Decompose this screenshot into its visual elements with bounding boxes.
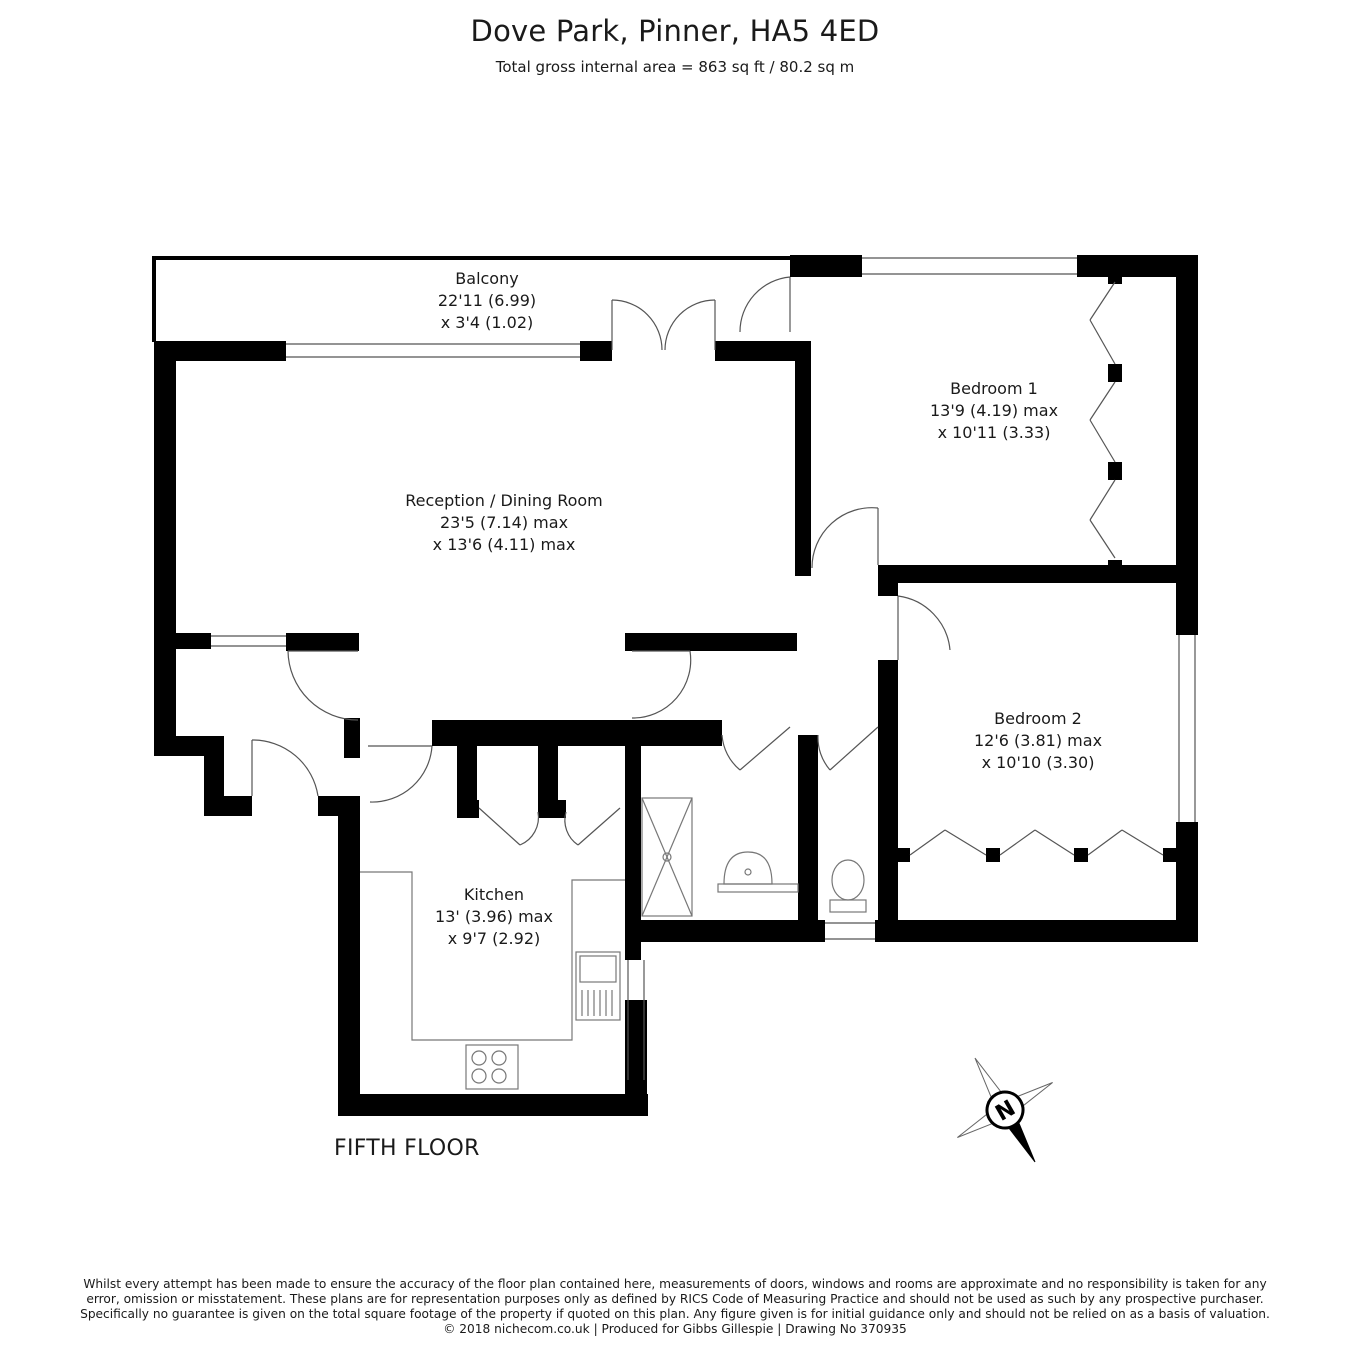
disclaimer: Whilst every attempt has been made to en… xyxy=(40,1277,1310,1337)
kitchen-dim2: x 9'7 (2.92) xyxy=(447,929,541,948)
bedroom2-name: Bedroom 2 xyxy=(994,709,1082,728)
reception-dim1: 23'5 (7.14) max xyxy=(439,513,569,532)
bedroom1-dim1: 13'9 (4.19) max xyxy=(929,401,1059,420)
balcony-dim1: 22'11 (6.99) xyxy=(437,291,537,310)
balcony-outline xyxy=(152,256,790,342)
disclaimer-line-1: Whilst every attempt has been made to en… xyxy=(83,1277,1267,1291)
disclaimer-line-3: Specifically no guarantee is given on th… xyxy=(80,1307,1270,1321)
balcony-dim2: x 3'4 (1.02) xyxy=(440,313,534,332)
bedroom2-dim1: 12'6 (3.81) max xyxy=(973,731,1103,750)
kitchen-name: Kitchen xyxy=(463,885,525,904)
bedroom1-name: Bedroom 1 xyxy=(950,379,1038,398)
disclaimer-line-2: error, omission or misstatement. These p… xyxy=(86,1292,1264,1306)
disclaimer-line-4: © 2018 nichecom.co.uk | Produced for Gib… xyxy=(443,1322,907,1336)
floor-label: FIFTH FLOOR xyxy=(334,1136,480,1161)
bedroom1-label: Bedroom 1 13'9 (4.19) max x 10'11 (3.33) xyxy=(874,378,1114,444)
compass-icon xyxy=(957,1057,1053,1163)
reception-name: Reception / Dining Room xyxy=(405,491,603,510)
reception-label: Reception / Dining Room 23'5 (7.14) max … xyxy=(364,490,644,556)
kitchen-dim1: 13' (3.96) max xyxy=(435,907,553,926)
bedroom2-label: Bedroom 2 12'6 (3.81) max x 10'10 (3.30) xyxy=(918,708,1158,774)
windows xyxy=(211,257,1196,1080)
page-subtitle: Total gross internal area = 863 sq ft / … xyxy=(495,58,855,76)
bathroom-fixtures xyxy=(641,797,867,917)
bedroom2-dim2: x 10'10 (3.30) xyxy=(981,753,1095,772)
kitchen-label: Kitchen 13' (3.96) max x 9'7 (2.92) xyxy=(374,884,614,950)
page-title: Dove Park, Pinner, HA5 4ED xyxy=(470,14,880,48)
doors xyxy=(251,276,1164,856)
balcony-name: Balcony xyxy=(455,269,519,288)
walls xyxy=(154,255,1198,1116)
balcony-label: Balcony 22'11 (6.99) x 3'4 (1.02) xyxy=(367,268,607,334)
reception-dim2: x 13'6 (4.11) max xyxy=(432,535,576,554)
kitchen-fixtures xyxy=(360,871,625,1090)
bedroom1-dim2: x 10'11 (3.33) xyxy=(937,423,1051,442)
